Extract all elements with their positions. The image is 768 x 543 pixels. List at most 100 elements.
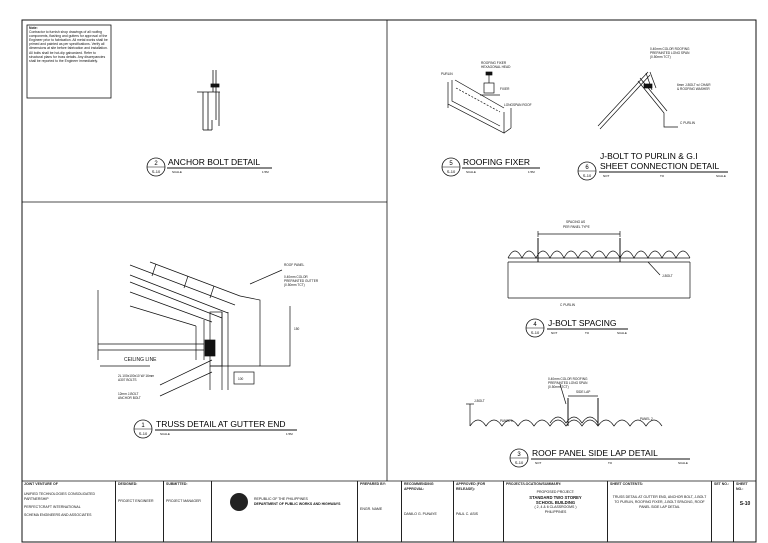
sheet-no: S-10 (739, 501, 751, 507)
truss-gutter-drawing (97, 261, 291, 397)
set-cell: SET NO.: (712, 481, 734, 542)
prepared-cell: PREPARED BY: ENGR. NAME (358, 481, 402, 542)
label-gutter-tct: (0.50mm TCT) (284, 283, 305, 287)
submitted-label: SUBMITTED: (166, 482, 188, 486)
designed-cell: DESIGNED: PROJECT ENGINEER (116, 481, 164, 542)
designed-by: PROJECT ENGINEER (118, 499, 154, 503)
scale-label: SCALE (678, 461, 688, 465)
label-jbolt-12: 12mm J-BOLT (118, 392, 139, 396)
label-sidelap-roofing: 0.40mm COLOR ROOFING (548, 377, 588, 381)
scale-nts: NOT (603, 174, 610, 178)
notes-heading: Note: (29, 26, 38, 30)
scale-value: 1:5M (262, 170, 269, 174)
approved-label: APPROVED (FOR RELEASE): (456, 482, 486, 491)
anchor-bolt-drawing (197, 70, 220, 131)
jbolt-spacing-drawing (507, 231, 691, 299)
label-a307: A307 BOLTS (118, 378, 137, 382)
jbolt-purlin-labels: 0.40mm COLOR ROOFING PREPAINTED LONG SPA… (650, 47, 711, 125)
project-line-4: ( 2, 4 & 6 CLASSROOMS ) (534, 505, 577, 509)
sheet-contents-label: SHEET CONTENTS: (610, 482, 644, 486)
detail-title-anchor-bolt: 2 S-10 ANCHOR BOLT DETAIL SCALE 1:5M (146, 157, 272, 177)
side-lap-labels: 0.40mm COLOR ROOFING PREPAINTED LONG SPA… (474, 377, 653, 423)
detail-title-side-lap: 3 S-10 ROOF PANEL SIDE LAP DETAIL NOT TO… (509, 448, 690, 468)
project-line-5: PHILIPPINES (544, 510, 567, 514)
prepared-name: ENGR. NAME (360, 507, 383, 511)
detail-sheet-ref: S-10 (515, 460, 524, 465)
scale-label: SCALE (617, 331, 627, 335)
scale-label: SCALE (466, 170, 476, 174)
project-cell: PROJECT/LOCATION/SUMMARY: PROPOSED PROJE… (504, 481, 608, 542)
detail-number: 6 (585, 165, 589, 171)
label-sidelap-jbolt: J-BOLT (474, 399, 485, 403)
general-notes: Note: Contractor to furnish shop drawing… (26, 24, 112, 99)
submitted-cell: SUBMITTED: PROJECT MANAGER (164, 481, 212, 542)
scale-label: SCALE (160, 432, 170, 436)
scale-to: TO (660, 174, 665, 178)
dpwh-seal-icon (230, 493, 248, 511)
detail-title: TRUSS DETAIL AT GUTTER END (156, 419, 286, 429)
sheet-contents: TRUSS DETAIL AT GUTTER END, ANCHOR BOLT,… (612, 495, 707, 509)
label-prepainted-gutter: PREPAINTED GUTTER (284, 279, 319, 283)
detail-title: ANCHOR BOLT DETAIL (168, 157, 260, 167)
sheet-no-cell: SHEET NO.: S-10 (734, 481, 756, 542)
label-jbolt-chair: 6mm J-BOLT w/ CHAIR (677, 83, 711, 87)
notes-body: Contractor to furnish shop drawings of a… (29, 30, 108, 63)
label-washer: & ROOFING WASHER (677, 87, 710, 91)
recommending-label: RECOMMENDING APPROVAL: (404, 482, 434, 491)
detail-number: 4 (533, 322, 537, 328)
label-side-lap: SIDE LAP (576, 390, 590, 394)
agency-line-2: DEPARTMENT OF PUBLIC WORKS AND HIGHWAYS (254, 502, 341, 506)
label-ceiling-line: CEILING LINE (124, 357, 157, 363)
recommending-name: DANILO G. PUNAYE (404, 512, 437, 516)
detail-title-jbolt-spacing: 4 S-10 J-BOLT SPACING NOT TO SCALE (525, 318, 628, 338)
scale-nts: NOT (551, 331, 558, 335)
scale-label: SCALE (716, 174, 726, 178)
truss-gutter-labels: ROOF PANEL 0.40mm COLOR PREPAINTED GUTTE… (118, 263, 319, 400)
label-longspan: LONGSPAN ROOF (504, 103, 532, 107)
scale-value: 1:5M (528, 170, 535, 174)
detail-number: 2 (154, 161, 158, 167)
label-dim-150: 150 (294, 327, 300, 331)
scale-value: 1:5M (286, 432, 293, 436)
detail-sheet-ref: S-10 (447, 169, 456, 174)
label-per-panel: PER PANEL TYPE (563, 225, 590, 229)
project-line-1: PROPOSED PROJECT: (536, 490, 575, 494)
detail-title-truss-gutter: 1 S-10 TRUSS DETAIL AT GUTTER END SCALE … (133, 419, 297, 439)
detail-sheet-ref: S-10 (139, 431, 148, 436)
label-color-gutter: 0.40mm COLOR (284, 275, 308, 279)
project-line-3: SCHOOL BUILDING (535, 500, 576, 505)
detail-sheet-ref: S-10 (583, 173, 592, 178)
joint-venture-label: JOINT VENTURE OF (24, 482, 58, 486)
jbolt-spacing-labels: SPACING AS PER PANEL TYPE J-BOLT C PURLI… (560, 220, 673, 307)
scale-label: SCALE (172, 170, 182, 174)
detail-number: 1 (141, 423, 145, 429)
label-c-purlin: C PURLIN (560, 303, 576, 307)
submitted-by: PROJECT MANAGER (166, 499, 201, 503)
recommending-cell: RECOMMENDING APPROVAL: DANILO G. PUNAYE (402, 481, 454, 542)
label-sidelap-tct: (0.50mm TCT) (548, 385, 569, 389)
designed-label: DESIGNED: (118, 482, 138, 486)
label-angle: 2L 100x100x10 W/ 16mm (118, 374, 155, 378)
label-hexagonal: HEXAGONAL HEAD (481, 65, 511, 69)
detail-title-roofing-fixer: 5 S-10 ROOFING FIXER SCALE 1:5M (441, 157, 540, 177)
detail-sheet-ref: S-10 (152, 169, 161, 174)
set-label: SET NO.: (714, 482, 730, 486)
firm-1: UNIFIED TECHNOLOGIES CONSOLIDATED PARTNE… (24, 492, 96, 501)
roofing-fixer-labels: PURLIN ROOFING FIXER HEXAGONAL HEAD FIXE… (441, 61, 532, 107)
label-panel-1: PANEL 1 (500, 419, 513, 423)
label-purlin: PURLIN (441, 72, 453, 76)
project-line-2: STANDARD TWO STOREY (529, 495, 582, 500)
detail-title-jbolt-purlin: 6 S-10 J-BOLT TO PURLIN & G.I SHEET CONN… (577, 151, 728, 181)
title-block: JOINT VENTURE OF UNIFIED TECHNOLOGIES CO… (22, 481, 756, 542)
roofing-fixer-drawing (447, 71, 512, 134)
approved-name: PAUL C. ASIS (456, 512, 478, 516)
project-label: PROJECT/LOCATION/SUMMARY: (506, 482, 562, 486)
label-jbolt: J-BOLT (662, 274, 673, 278)
detail-title: ROOFING FIXER (463, 157, 530, 167)
detail-sheet-ref: S-10 (531, 330, 540, 335)
sheet-contents-cell: SHEET CONTENTS: TRUSS DETAIL AT GUTTER E… (608, 481, 712, 542)
firm-3: SCHEMA ENGINEERS AND ASSOCIATES (24, 513, 92, 517)
label-roof-panel: ROOF PANEL (284, 263, 305, 267)
label-panel-2: PANEL 2 (640, 417, 653, 421)
